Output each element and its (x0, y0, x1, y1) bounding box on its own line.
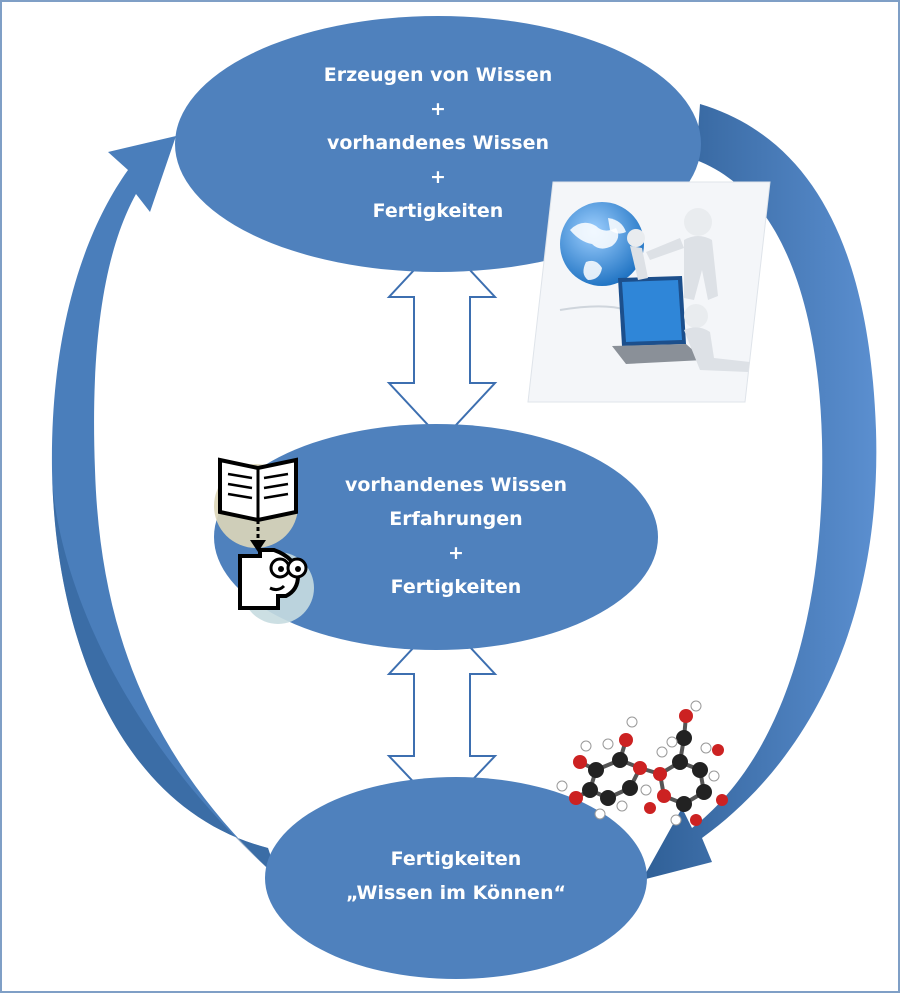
node-bottom-text: Fertigkeiten „Wissen im Können“ (286, 842, 626, 910)
node-top-line: + (430, 166, 446, 188)
node-middle-line: + (448, 542, 464, 564)
node-middle-line: vorhandenes Wissen (344, 474, 567, 496)
node-bottom-line: Fertigkeiten (390, 848, 522, 870)
node-top-text: Erzeugen von Wissen + vorhandenes Wissen… (238, 58, 638, 228)
node-top-line: Fertigkeiten (372, 200, 504, 222)
node-top-line: Erzeugen von Wissen (323, 64, 553, 86)
node-middle (214, 424, 658, 650)
node-top-line: vorhandenes Wissen (326, 132, 549, 154)
globe-network-icon (527, 181, 771, 403)
cycle-arrow-left-shade (52, 470, 278, 878)
node-top-line: + (430, 98, 446, 120)
cycle-arrow-right (642, 104, 877, 880)
node-middle-text: vorhandenes Wissen Erfahrungen + Fertigk… (276, 468, 636, 604)
node-bottom (265, 777, 647, 979)
node-middle-line: Erfahrungen (389, 508, 523, 530)
node-middle-line: Fertigkeiten (390, 576, 522, 598)
book-to-person-icon (214, 457, 314, 624)
molecule-icon (556, 700, 728, 826)
node-bottom-line: „Wissen im Können“ (346, 882, 566, 904)
